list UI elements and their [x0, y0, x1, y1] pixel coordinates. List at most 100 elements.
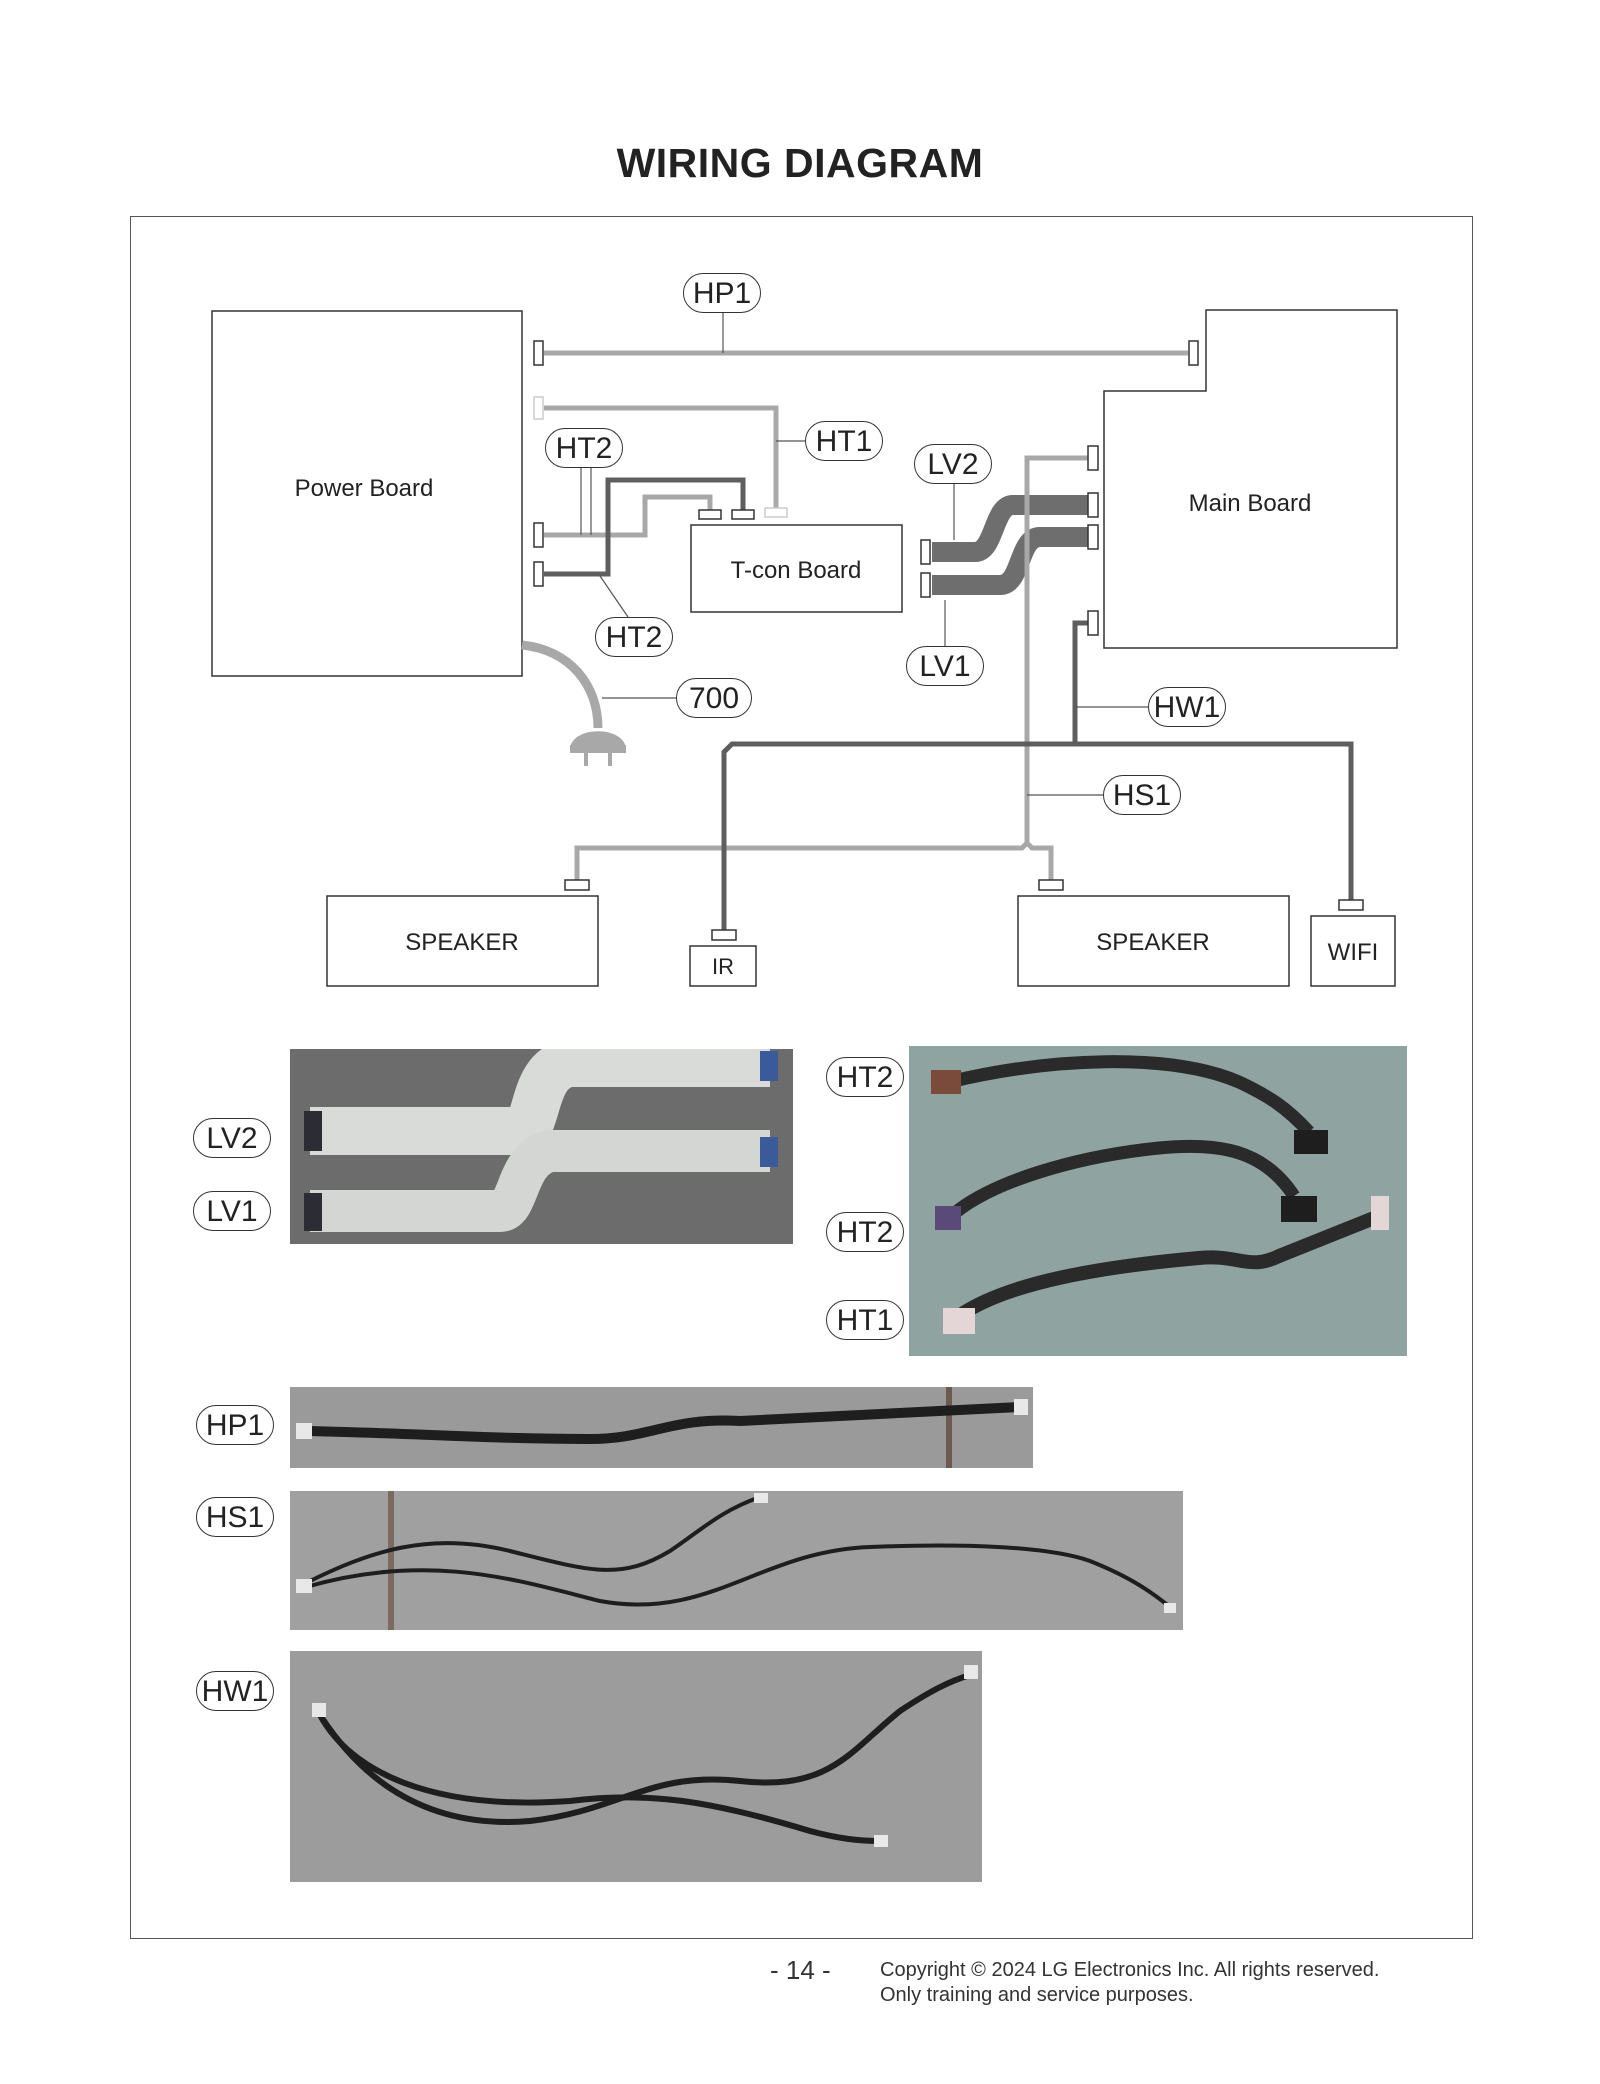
- leader-ht2-bottom: [599, 575, 629, 618]
- tag-ht1: HT1: [805, 421, 883, 461]
- hw1-connector-main: [1087, 610, 1099, 636]
- wifi-module: [1310, 915, 1396, 987]
- hs1-cable: [574, 455, 1090, 880]
- photo-tag-lv1: LV1: [193, 1191, 271, 1231]
- photo-ht1-plug-left: [943, 1308, 975, 1334]
- page-number: - 14 -: [770, 1955, 831, 1985]
- plug-prong-left: [584, 752, 588, 766]
- lv1-ribbon: [932, 527, 1090, 595]
- photo-lv2-plug-left: [304, 1111, 322, 1151]
- photo-ht2-a-plug-right: [1294, 1130, 1328, 1154]
- photo-hp1-wire: [305, 1402, 1021, 1445]
- photo-hs1-wire-a: [305, 1495, 761, 1585]
- main-board: [1103, 309, 1398, 649]
- tcon-board-label: T-con Board: [731, 557, 862, 584]
- tag-lv1: LV1: [906, 646, 984, 686]
- lv1-connector-tcon: [920, 572, 931, 598]
- hs1-cable-right-branch: [1025, 841, 1054, 880]
- ht1-connector-tcon: [764, 507, 788, 518]
- photo-hs1-cable: [290, 1491, 1183, 1630]
- hw1-cable-wifi-branch: [1075, 741, 1354, 900]
- photo-hp1-stand: [946, 1387, 952, 1468]
- photo-lv-cables: [290, 1049, 793, 1244]
- hp1-connector-main: [1188, 340, 1199, 366]
- copyright-line-2: Only training and service purposes.: [880, 1984, 1194, 2006]
- photo-ht-cables: [909, 1046, 1407, 1356]
- photo-ht2-a-cable: [947, 1055, 1314, 1137]
- photo-ht1-plug-right: [1371, 1196, 1389, 1230]
- photo-hw1-cable: [290, 1651, 982, 1882]
- tag-hs1: HS1: [1103, 775, 1181, 815]
- power-cord: [521, 640, 603, 729]
- speaker-left: [326, 895, 599, 987]
- tag-lv2: LV2: [914, 444, 992, 484]
- photo-tag-ht2-b: HT2: [826, 1212, 904, 1252]
- photo-tag-hs1: HS1: [196, 1497, 274, 1537]
- speaker-left-label: SPEAKER: [405, 929, 518, 956]
- photo-hp1-plug-right: [1014, 1399, 1028, 1415]
- photo-lv2-ribbon: [310, 1049, 770, 1155]
- plug-prong-right: [608, 752, 612, 766]
- hs1-connector-main: [1087, 445, 1099, 471]
- photo-tag-ht1: HT1: [826, 1300, 904, 1340]
- photo-hp1-cable: [290, 1387, 1033, 1468]
- lv2-ribbon: [932, 495, 1090, 562]
- photo-hs1-stand: [388, 1491, 394, 1630]
- ht2-lower-cable: [544, 477, 746, 577]
- wifi-label: WIFI: [1328, 939, 1379, 966]
- hw1-connector-wifi: [1338, 899, 1364, 911]
- photo-hw1-plug-left: [312, 1703, 326, 1717]
- ht1-connector-power: [533, 396, 544, 420]
- copyright-notice: Copyright © 2024 LG Electronics Inc. All…: [880, 1958, 1379, 2008]
- power-board: [211, 310, 523, 677]
- photo-hw1-plug-right: [964, 1665, 978, 1679]
- ir-module: [689, 945, 757, 987]
- photo-hw1-plug-bottom: [874, 1835, 888, 1847]
- hw1-connector-ir: [711, 929, 737, 941]
- photo-lv1-ribbon: [310, 1130, 770, 1232]
- photo-hw1-wire-a: [317, 1672, 971, 1825]
- lv2-connector-tcon: [920, 539, 931, 565]
- photo-tag-ht2-a: HT2: [826, 1057, 904, 1097]
- lv2-connector-main: [1087, 492, 1099, 518]
- photo-lv2-plug-right: [760, 1051, 778, 1081]
- tcon-board: [690, 524, 903, 613]
- photo-hs1-plug-right: [1164, 1603, 1176, 1613]
- ir-label: IR: [712, 954, 734, 979]
- hp1-connector-power: [533, 340, 544, 366]
- speaker-right: [1017, 895, 1290, 987]
- photo-ht2-b-plug-right: [1281, 1196, 1317, 1222]
- photo-hs1-plug-top: [754, 1493, 768, 1503]
- photo-hs1-plug-left: [296, 1579, 312, 1593]
- hs1-connector-speaker-left: [564, 879, 590, 891]
- ht1-cable: [544, 405, 779, 508]
- photo-tag-hw1: HW1: [196, 1671, 274, 1711]
- photo-hw1-wire-b: [317, 1713, 881, 1844]
- photo-hp1-plug-left: [296, 1423, 312, 1439]
- lv1-connector-main: [1087, 524, 1099, 550]
- tag-ht2-bottom: HT2: [595, 617, 673, 657]
- ht2-connector-power-b: [533, 561, 544, 587]
- ht2-upper-cable: [544, 494, 713, 538]
- page-title: WIRING DIAGRAM: [616, 140, 984, 186]
- photo-lv1-plug-right: [760, 1137, 778, 1167]
- photo-ht2-b-plug-left: [935, 1206, 961, 1230]
- plug-body: [570, 745, 626, 753]
- tag-700: 700: [676, 678, 752, 718]
- photo-ht1-cable: [954, 1209, 1382, 1322]
- tag-hp1: HP1: [683, 273, 761, 313]
- photo-hs1-wire-b: [305, 1543, 1172, 1609]
- ht2-connector-tcon-b: [731, 509, 755, 520]
- photo-ht2-b-cable: [944, 1139, 1300, 1223]
- hw1-cable: [721, 620, 1090, 930]
- hs1-connector-speaker-right: [1038, 879, 1064, 891]
- ht2-connector-power-a: [533, 522, 544, 548]
- tag-hw1: HW1: [1148, 687, 1226, 727]
- diagram-frame: [130, 216, 1473, 1939]
- power-board-label: Power Board: [295, 475, 434, 502]
- photo-tag-lv2: LV2: [193, 1118, 271, 1158]
- photo-ht2-a-plug-left: [931, 1070, 961, 1094]
- main-board-label: Main Board: [1189, 490, 1312, 517]
- tag-ht2-top: HT2: [545, 428, 623, 468]
